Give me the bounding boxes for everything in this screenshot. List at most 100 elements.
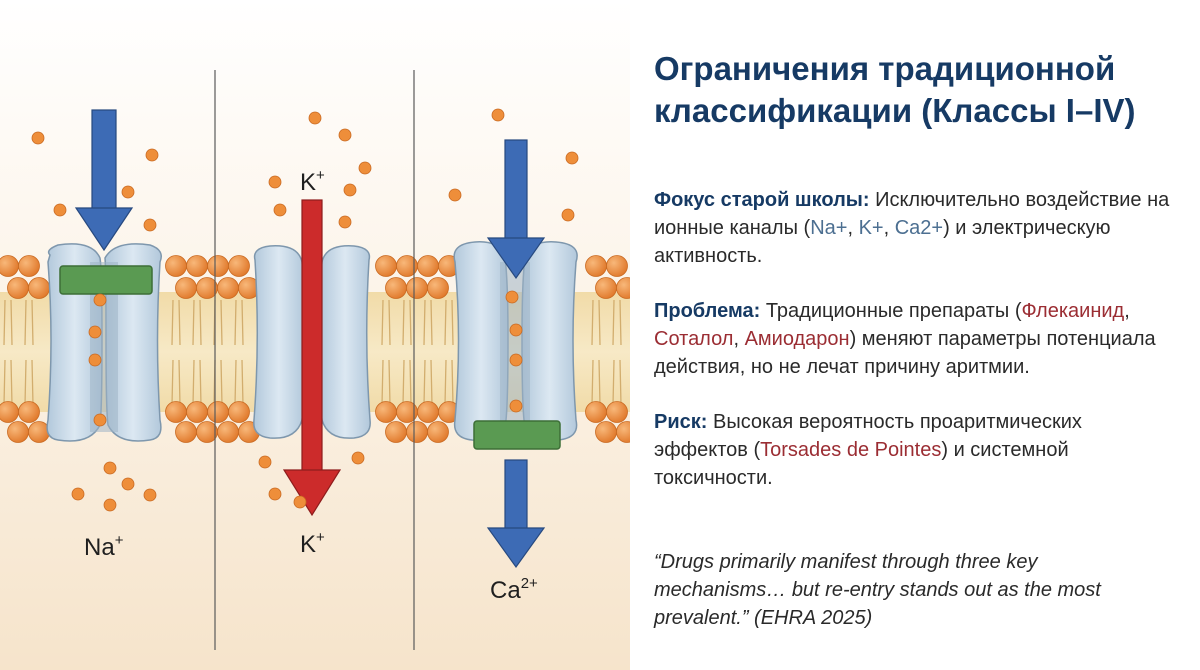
ion-particle bbox=[145, 148, 159, 162]
lipid-tail bbox=[409, 359, 412, 406]
ion-particle bbox=[121, 185, 135, 199]
lipid-tail bbox=[409, 299, 412, 346]
calcium-label: Ca2+ bbox=[490, 575, 538, 604]
ion-particle bbox=[93, 413, 107, 427]
lipid-tail bbox=[423, 299, 426, 346]
ion-particle bbox=[31, 131, 45, 145]
lipid-head bbox=[585, 401, 607, 423]
lipid-tail bbox=[171, 359, 174, 406]
lipid-tail bbox=[591, 299, 594, 346]
lipid-head bbox=[196, 421, 218, 443]
lipid-tail bbox=[3, 359, 6, 406]
lipid-tail bbox=[381, 299, 384, 346]
focus-sep-1: , bbox=[847, 217, 859, 239]
lipid-tail bbox=[388, 359, 391, 406]
problem-text-2: ) меняют параметры потенциала действия, … bbox=[654, 328, 1156, 378]
lipid-head bbox=[385, 421, 407, 443]
lipid-tail bbox=[234, 359, 237, 406]
lipid-head bbox=[175, 421, 197, 443]
lipid-tail bbox=[402, 359, 405, 406]
ion-k-term: K+ bbox=[858, 217, 884, 239]
lipid-head bbox=[175, 277, 197, 299]
lipid-head bbox=[28, 277, 50, 299]
lipid-head bbox=[417, 255, 439, 277]
lipid-head bbox=[7, 421, 29, 443]
lipid-tail bbox=[591, 359, 594, 406]
lipid-tail bbox=[619, 299, 622, 346]
sodium-channel bbox=[46, 243, 162, 442]
lipid-tail bbox=[24, 299, 27, 346]
lipid-tail bbox=[402, 299, 405, 346]
lipid-head bbox=[616, 277, 630, 299]
lipid-head bbox=[28, 421, 50, 443]
ion-particle bbox=[505, 290, 519, 304]
lipid-tail bbox=[444, 299, 447, 346]
ion-particle bbox=[103, 461, 117, 475]
lipid-head bbox=[595, 421, 617, 443]
ion-particle bbox=[268, 487, 282, 501]
problem-sep-2: , bbox=[733, 328, 745, 350]
ion-particle bbox=[121, 477, 135, 491]
risk-lead: Риск: bbox=[654, 411, 708, 433]
potassium-efflux-arrow bbox=[282, 199, 342, 517]
focus-text-2: ) и электрическую активность. bbox=[654, 217, 1111, 267]
lipid-head bbox=[606, 401, 628, 423]
focus-sep-2: , bbox=[883, 217, 895, 239]
lipid-head bbox=[406, 421, 428, 443]
lipid-tail bbox=[381, 359, 384, 406]
lipid-tail bbox=[31, 359, 34, 406]
lipid-tail bbox=[171, 299, 174, 346]
ion-particle bbox=[308, 111, 322, 125]
ion-particle bbox=[561, 208, 575, 222]
ion-particle bbox=[491, 108, 505, 122]
page-title: Ограничения традиционной классификации (… bbox=[654, 50, 1136, 129]
ion-particle bbox=[338, 128, 352, 142]
lipid-tail bbox=[10, 299, 13, 346]
potassium-top-label: K+ bbox=[300, 167, 325, 196]
ion-particle bbox=[143, 488, 157, 502]
lipid-head bbox=[406, 277, 428, 299]
lipid-tail bbox=[612, 299, 615, 346]
lipid-head bbox=[228, 401, 250, 423]
lipid-head bbox=[427, 277, 449, 299]
ion-particle bbox=[293, 495, 307, 509]
sodium-influx-arrow bbox=[74, 109, 134, 252]
risk-paragraph: Риск: Высокая вероятность проаритмически… bbox=[654, 408, 1174, 492]
ion-particle bbox=[509, 323, 523, 337]
lipid-head bbox=[165, 401, 187, 423]
ion-particle bbox=[143, 218, 157, 232]
lipid-head bbox=[385, 277, 407, 299]
torsades-term: Torsades de Pointes bbox=[760, 439, 942, 461]
lipid-tail bbox=[241, 359, 244, 406]
lipid-tail bbox=[220, 299, 223, 346]
lipid-tail bbox=[31, 299, 34, 346]
lipid-tail bbox=[192, 359, 195, 406]
text-panel: Ограничения традиционной классификации (… bbox=[654, 48, 1174, 632]
calcium-channel bbox=[453, 241, 578, 450]
lipid-tail bbox=[430, 359, 433, 406]
focus-lead: Фокус старой школы: bbox=[654, 189, 870, 211]
ion-particle bbox=[71, 487, 85, 501]
ion-particle bbox=[448, 188, 462, 202]
lipid-tail bbox=[178, 359, 181, 406]
problem-text-1: Традиционные препараты ( bbox=[760, 300, 1022, 322]
lipid-head bbox=[196, 277, 218, 299]
problem-sep-1: , bbox=[1124, 300, 1130, 322]
lipid-tail bbox=[234, 299, 237, 346]
lipid-tail bbox=[612, 359, 615, 406]
lipid-tail bbox=[24, 359, 27, 406]
lipid-head bbox=[427, 421, 449, 443]
drug-sotalol: Соталол bbox=[654, 328, 734, 350]
lipid-head bbox=[165, 255, 187, 277]
lipid-head bbox=[375, 255, 397, 277]
lipid-head bbox=[217, 277, 239, 299]
calcium-influx-arrow-bottom bbox=[486, 459, 546, 569]
ion-particles bbox=[31, 108, 579, 512]
risk-text-1: Высокая вероятность проаритмических эффе… bbox=[654, 411, 1082, 461]
lipid-head bbox=[0, 401, 19, 423]
lipid-head bbox=[186, 255, 208, 277]
lipid-head bbox=[18, 255, 40, 277]
lipid-head bbox=[7, 277, 29, 299]
ion-particle bbox=[351, 451, 365, 465]
drug-flecainide: Флекаинид bbox=[1021, 300, 1125, 322]
